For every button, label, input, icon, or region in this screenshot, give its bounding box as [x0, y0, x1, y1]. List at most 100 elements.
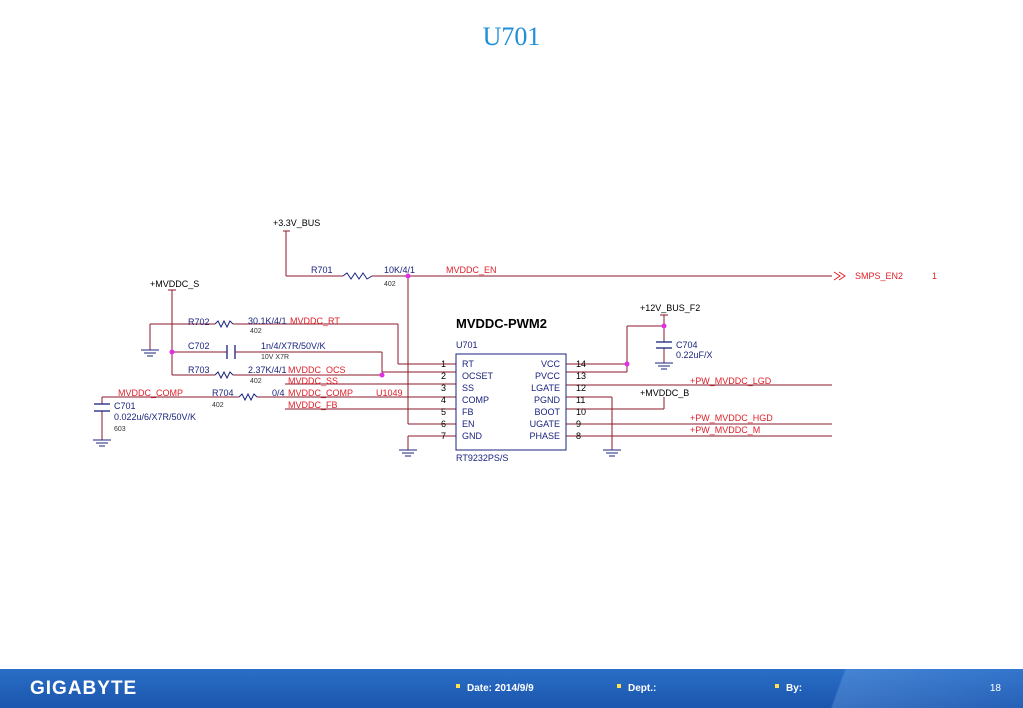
pin-number-right: 14: [576, 359, 586, 369]
junction-dot: [379, 372, 385, 378]
wires: [101, 230, 832, 450]
r704-ref: R704: [212, 388, 234, 398]
offpage-page: 1: [932, 271, 937, 281]
pin-number-right: 12: [576, 383, 586, 393]
ground-icon: [141, 349, 159, 357]
net-m: +PW_MVDDC_M: [690, 425, 760, 435]
resistors: [214, 272, 373, 402]
net-en: MVDDC_EN: [446, 265, 497, 275]
pin-number-left: 7: [441, 431, 446, 441]
capacitors: [94, 341, 672, 412]
footer-date-text: Date: 2014/9/9: [467, 683, 534, 694]
r701-ref: R701: [311, 265, 333, 275]
net-ss: MVDDC_SS: [288, 376, 338, 386]
pin-name-right: PGND: [534, 395, 561, 405]
net-comp-mid: MVDDC_COMP: [288, 388, 353, 398]
c701-ref: C701: [114, 401, 136, 411]
net-rt: MVDDC_RT: [290, 316, 340, 326]
r704-pkg: 402: [212, 402, 224, 409]
pin-number-right: 11: [576, 395, 585, 405]
mvddc-b-label: +MVDDC_B: [640, 388, 689, 398]
chip-ref: U701: [456, 340, 478, 350]
pin-number-left: 4: [441, 395, 446, 405]
r704-symbol: [238, 392, 258, 402]
junction-dot: [661, 323, 667, 329]
pin-name-left: COMP: [462, 395, 489, 405]
net-fb: MVDDC_FB: [288, 400, 338, 410]
r701-pkg: 402: [384, 281, 396, 288]
pin-name-right: PHASE: [529, 431, 560, 441]
chip-name: MVDDC-PWM2: [456, 316, 547, 331]
r703-pkg: 402: [250, 378, 262, 385]
net-u1049: U1049: [376, 388, 403, 398]
r703-symbol: [214, 370, 234, 380]
page-number: 18: [989, 683, 1001, 694]
c702-ref: C702: [188, 341, 210, 351]
footer-dept: Dept.:: [617, 683, 656, 694]
pin-name-left: SS: [462, 383, 474, 393]
bus-12v-label: +12V_BUS_F2: [640, 303, 700, 313]
r703-ref: R703: [188, 365, 210, 375]
chip-body: [455, 353, 567, 451]
footer-date: Date: 2014/9/9: [456, 683, 534, 694]
pin-number-right: 13: [576, 371, 586, 381]
pin-number-left: 5: [441, 407, 446, 417]
c702-value: 1n/4/X7R/50V/K: [261, 341, 326, 351]
ground-icon: [93, 439, 111, 447]
mvddc-s-label: +MVDDC_S: [150, 279, 199, 289]
pin-name-right: VCC: [541, 359, 561, 369]
bullet-icon: [617, 684, 621, 689]
pin-name-right: BOOT: [534, 407, 560, 417]
pin-name-right: PVCC: [535, 371, 561, 381]
r703-value: 2.37K/4/1: [248, 365, 287, 375]
net-comp-left: MVDDC_COMP: [118, 388, 183, 398]
ground-icon: [399, 449, 417, 457]
footer-bar: GIGABYTE Date: 2014/9/9 Dept.: By: 18: [0, 669, 1023, 708]
pin-number-left: 6: [441, 419, 446, 429]
pin-number-left: 3: [441, 383, 446, 393]
bullet-icon: [775, 684, 779, 689]
ground-icon: [655, 362, 673, 370]
junction-dot: [405, 273, 411, 279]
pin-name-left: GND: [462, 431, 483, 441]
pin-name-right: UGATE: [530, 419, 560, 429]
bus-33v-label: +3.3V_BUS: [273, 218, 320, 228]
pin-name-left: EN: [462, 419, 475, 429]
ground-icon: [603, 449, 621, 457]
pin-name-right: LGATE: [531, 383, 560, 393]
c702-pkg: 10V X7R: [261, 354, 289, 361]
r704-value: 0/4: [272, 388, 285, 398]
chip-part: RT9232PS/S: [456, 453, 508, 463]
r702-pkg: 402: [250, 328, 262, 335]
gigabyte-logo: GIGABYTE: [30, 678, 138, 699]
c704-ref: C704: [676, 340, 698, 350]
c704-value: 0.22uF/X: [676, 350, 713, 360]
pin-number-left: 1: [441, 359, 446, 369]
net-lgd: +PW_MVDDC_LGD: [690, 376, 772, 386]
pin-number-right: 8: [576, 431, 581, 441]
footer-by: By:: [775, 683, 802, 694]
pin-name-left: RT: [462, 359, 474, 369]
junction-dot: [624, 361, 630, 367]
r702-ref: R702: [188, 317, 210, 327]
bullet-icon: [456, 684, 460, 689]
net-ocs: MVDDC_OCS: [288, 365, 346, 375]
pin-number-left: 2: [441, 371, 446, 381]
r701-value: 10K/4/1: [384, 265, 415, 275]
pin-number-right: 9: [576, 419, 581, 429]
page-title: U701: [482, 22, 541, 51]
r702-value: 30.1K/4/1: [248, 316, 287, 326]
pin-name-left: FB: [462, 407, 474, 417]
offpage-connector-icon: [833, 271, 846, 281]
junction-dot: [169, 349, 175, 355]
footer-shade: [823, 669, 1023, 708]
offpage-name: SMPS_EN2: [855, 271, 903, 281]
r701-symbol: [342, 272, 373, 280]
net-hgd: +PW_MVDDC_HGD: [690, 413, 773, 423]
r702-symbol: [214, 319, 234, 329]
footer-by-text: By:: [786, 683, 803, 694]
c701-pkg: 603: [114, 426, 126, 433]
junctions: [169, 273, 667, 378]
footer-dept-text: Dept.:: [628, 683, 657, 694]
